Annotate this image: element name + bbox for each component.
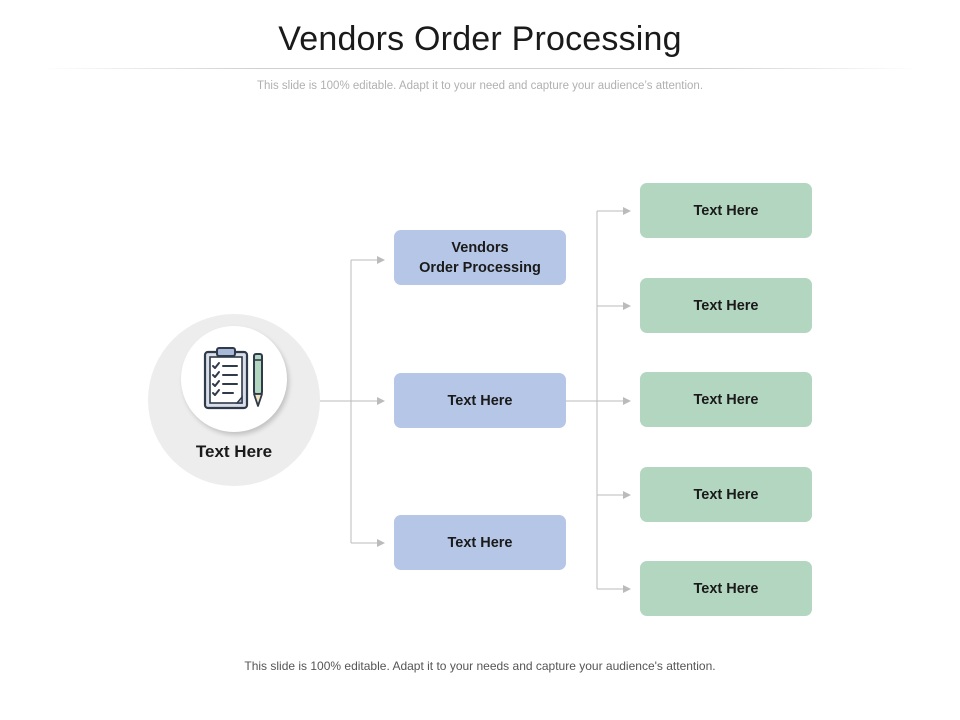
clipboard-checklist-pencil-icon	[203, 347, 263, 410]
middle-node-3-label: Text Here	[447, 534, 513, 551]
right-node-5-label: Text Here	[693, 580, 759, 597]
right-node-1: Text Here	[640, 183, 812, 238]
middle-node-3: Text Here	[394, 515, 566, 570]
right-node-1-label: Text Here	[693, 202, 759, 219]
slide-subtitle: This slide is 100% editable. Adapt it to…	[256, 80, 704, 92]
slide-footer-note: This slide is 100% editable. Adapt it to…	[244, 659, 716, 673]
right-node-3-label: Text Here	[693, 391, 759, 408]
right-node-2: Text Here	[640, 278, 812, 333]
right-node-4: Text Here	[640, 467, 812, 522]
slide-title: Vendors Order Processing	[278, 20, 682, 58]
title-divider	[40, 68, 920, 69]
middle-node-2-label: Text Here	[447, 392, 513, 409]
right-node-5: Text Here	[640, 561, 812, 616]
right-node-4-label: Text Here	[693, 486, 759, 503]
right-node-3: Text Here	[640, 372, 812, 427]
middle-node-1-line2: Order Processing	[419, 259, 541, 276]
root-node-label: Text Here	[195, 442, 273, 461]
middle-node-1: Vendors Order Processing	[394, 230, 566, 285]
middle-node-2: Text Here	[394, 373, 566, 428]
middle-node-1-line1: Vendors	[451, 239, 509, 256]
right-node-2-label: Text Here	[693, 297, 759, 314]
